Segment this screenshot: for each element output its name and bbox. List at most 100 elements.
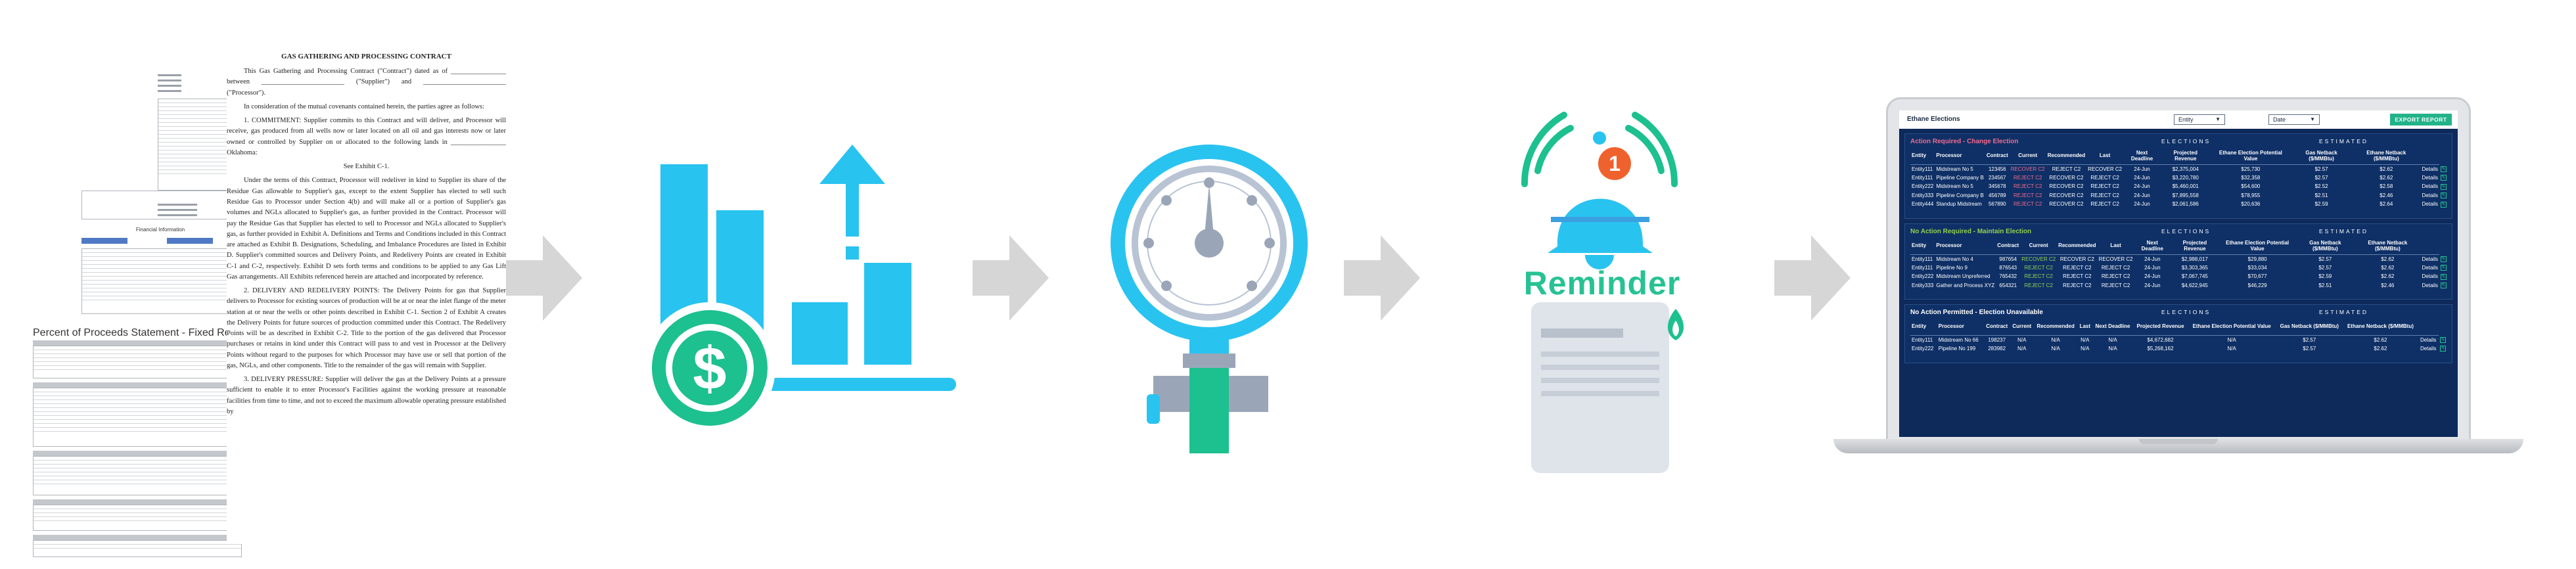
edit-icon[interactable]: ✎ [2440, 201, 2447, 208]
table-cell: $54,600 [2241, 183, 2261, 190]
edit-icon[interactable]: ✎ [2440, 166, 2447, 172]
table-cell: REJECT C2 [2013, 183, 2042, 190]
svg-text:$: $ [693, 335, 726, 402]
table-cell: Pipeline Company B [1936, 192, 1984, 198]
details-link[interactable]: Details [2422, 201, 2438, 208]
details-link[interactable]: Details [2422, 166, 2438, 172]
table-cell: REJECT C2 [2063, 282, 2092, 288]
details-link[interactable]: Details [2422, 183, 2438, 190]
edit-icon[interactable]: ✎ [2440, 336, 2447, 343]
elections-group-header: ELECTIONS [2161, 309, 2211, 315]
table-cell: $2.57 [2318, 256, 2332, 262]
table-cell: REJECT C2 [2101, 282, 2130, 288]
table-cell: 24-Jun [2144, 273, 2161, 280]
elections-group-header: ELECTIONS [2161, 228, 2211, 235]
details-link[interactable]: Details [2422, 264, 2438, 271]
table-cell: $2.57 [2318, 264, 2332, 271]
table-cell: $2.57 [2314, 174, 2328, 181]
table-cell: 987654 [1999, 256, 2017, 262]
details-link[interactable]: Details [2422, 256, 2438, 262]
table-cell: $2.62 [2381, 273, 2395, 280]
column-header: Contract [1983, 318, 2010, 336]
panel-election-unavailable: No Action Permitted - Election Unavailab… [1904, 304, 2452, 363]
entity-dropdown-label: Entity [2178, 116, 2194, 123]
table-cell: N/A [2017, 345, 2027, 352]
table-cell: Entity111 [1912, 256, 1933, 262]
contract-paragraph: 1. COMMITMENT: Supplier commits to this … [227, 117, 506, 156]
column-header: Entity [1910, 147, 1935, 165]
edit-icon[interactable]: ✎ [2440, 346, 2447, 352]
table-cell: N/A [2051, 345, 2060, 352]
date-dropdown[interactable]: Date▼ [2268, 114, 2320, 125]
table-cell: REJECT C2 [2024, 282, 2053, 288]
notification-badge-icon [1598, 147, 1631, 180]
details-link[interactable]: Details [2422, 273, 2438, 280]
details-link[interactable]: Details [2420, 336, 2437, 343]
edit-icon[interactable]: ✎ [2440, 283, 2447, 289]
edit-icon[interactable]: ✎ [2440, 183, 2447, 190]
table-cell: Midstream No 5 [1936, 166, 1973, 172]
edit-icon[interactable]: ✎ [2440, 265, 2447, 271]
table-cell: $2.46 [2380, 192, 2393, 198]
edit-icon[interactable]: ✎ [2440, 193, 2447, 199]
details-link[interactable]: Details [2422, 282, 2438, 288]
dashboard-title: Ethane Elections [1907, 116, 1960, 123]
table-cell: Entity444 [1912, 201, 1934, 208]
panel-title: Action Required - Change Election [1910, 138, 2019, 145]
column-header: Ethane Netback ($/MMBtu) [2343, 318, 2418, 336]
table-cell: N/A [2081, 345, 2090, 352]
table-cell: REJECT C2 [2101, 273, 2130, 280]
table-cell: 24-Jun [2134, 183, 2150, 190]
estimated-group-header: ESTIMATED [2319, 138, 2369, 145]
table-cell: $2.64 [2380, 201, 2393, 208]
table-cell: $2.57 [2303, 345, 2316, 352]
table-cell: Entity111 [1912, 166, 1933, 172]
details-link[interactable]: Details [2422, 192, 2438, 198]
edit-icon[interactable]: ✎ [2440, 175, 2447, 181]
flow-arrow-4 [1774, 235, 1851, 321]
contract-paragraph: Under the terms of this Contract, Proces… [227, 177, 506, 281]
table-cell: 283982 [1988, 345, 2006, 352]
column-header: Entity [1910, 318, 1937, 336]
column-header: Next Deadline [2134, 237, 2171, 255]
table-cell: RECOVER C2 [2088, 166, 2123, 172]
column-header: Last [2097, 237, 2134, 255]
details-link[interactable]: Details [2422, 174, 2438, 181]
edit-icon[interactable]: ✎ [2440, 273, 2447, 280]
table-cell: Entity222 [1912, 345, 1934, 352]
column-header: Current [2010, 318, 2034, 336]
table-cell: 876543 [1999, 264, 2017, 271]
table-cell: 567890 [1988, 201, 2006, 208]
table-cell: RECOVER C2 [2049, 174, 2084, 181]
table-cell: RECOVER C2 [2098, 256, 2133, 262]
laptop-notch [2139, 439, 2218, 444]
contract-paragraph: 3. DELIVERY PRESSURE: Supplier will deli… [227, 376, 506, 416]
column-header: Processor [1935, 147, 1985, 165]
column-header: Contract [1996, 237, 2021, 255]
details-link[interactable]: Details [2420, 345, 2437, 352]
flow-arrow-1 [506, 235, 582, 321]
statement-section-label: Financial Information [135, 227, 185, 233]
table-cell: $25,730 [2241, 166, 2261, 172]
table-cell: Pipeline Company B [1936, 174, 1984, 181]
table-cell: $46,229 [2247, 282, 2267, 288]
table-cell: Midstream No 4 [1936, 256, 1973, 262]
chevron-down-icon: ▼ [2215, 116, 2220, 122]
elections-group-header: ELECTIONS [2161, 138, 2211, 145]
table-cell: $2.59 [2314, 201, 2328, 208]
contract-document: GAS GATHERING AND PROCESSING CONTRACT Th… [227, 51, 506, 544]
table-cell: $3,220,780 [2172, 174, 2199, 181]
edit-icon[interactable]: ✎ [2440, 256, 2447, 262]
entity-dropdown[interactable]: Entity ▼ [2174, 114, 2225, 125]
table-cell: N/A [2051, 336, 2060, 343]
table-cell: RECOVER C2 [2049, 183, 2084, 190]
table-cell: REJECT C2 [2090, 201, 2119, 208]
table-cell: Pipeline No 9 [1936, 264, 1967, 271]
column-header: Processor [1935, 237, 1996, 255]
flow-arrow-2 [973, 235, 1049, 321]
column-header: Gas Netback ($/MMBtu) [2291, 147, 2353, 165]
table-cell: 24-Jun [2134, 174, 2150, 181]
export-report-button[interactable]: EXPORT REPORT [2390, 114, 2452, 125]
